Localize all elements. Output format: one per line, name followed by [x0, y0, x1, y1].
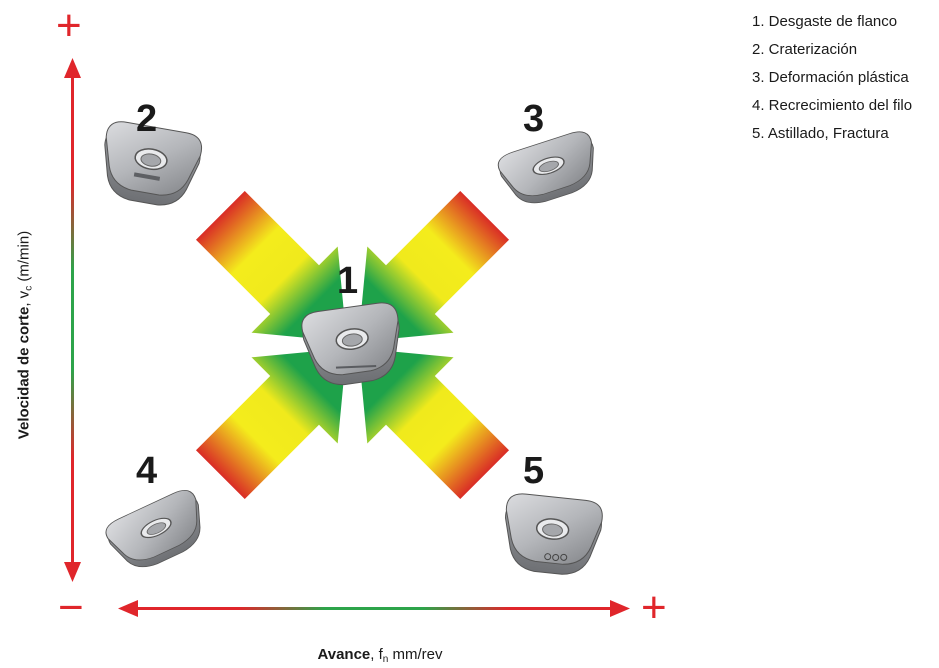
wear-number-4: 4 [136, 450, 158, 492]
legend-item-chipping-fracture: 5. Astillado, Fractura [752, 125, 889, 142]
x-axis-plus-sign: + [641, 583, 667, 632]
wear-number-2: 2 [136, 98, 158, 140]
insert-image-4 [101, 485, 215, 579]
legend-item-built-up-edge: 4. Recrecimiento del filo [752, 97, 913, 114]
y-axis-plus-sign: + [56, 1, 82, 50]
wear-number-5: 5 [523, 450, 545, 492]
y-axis-minus-sign: − [58, 583, 84, 632]
wear-number-3: 3 [523, 98, 545, 140]
insert-image-2 [95, 118, 205, 212]
y-axis-label: Velocidad de corte, vc (m/min) [15, 230, 35, 440]
legend-item-cratering: 2. Craterización [752, 41, 858, 58]
wear-legend: 1. Desgaste de flanco 2. Craterización 3… [752, 10, 912, 150]
y-axis-arrow [64, 58, 81, 582]
legend-item-plastic-deformation: 3. Deformación plástica [752, 69, 909, 86]
insert-image-3 [494, 127, 606, 213]
insert-image-1 [299, 299, 407, 391]
legend-item-flank-wear: 1. Desgaste de flanco [752, 13, 898, 30]
insert-image-5 [499, 491, 605, 579]
x-axis-arrow [118, 600, 630, 617]
wear-number-1: 1 [337, 260, 359, 302]
x-axis-label: Avance, fn mm/rev [317, 646, 443, 665]
